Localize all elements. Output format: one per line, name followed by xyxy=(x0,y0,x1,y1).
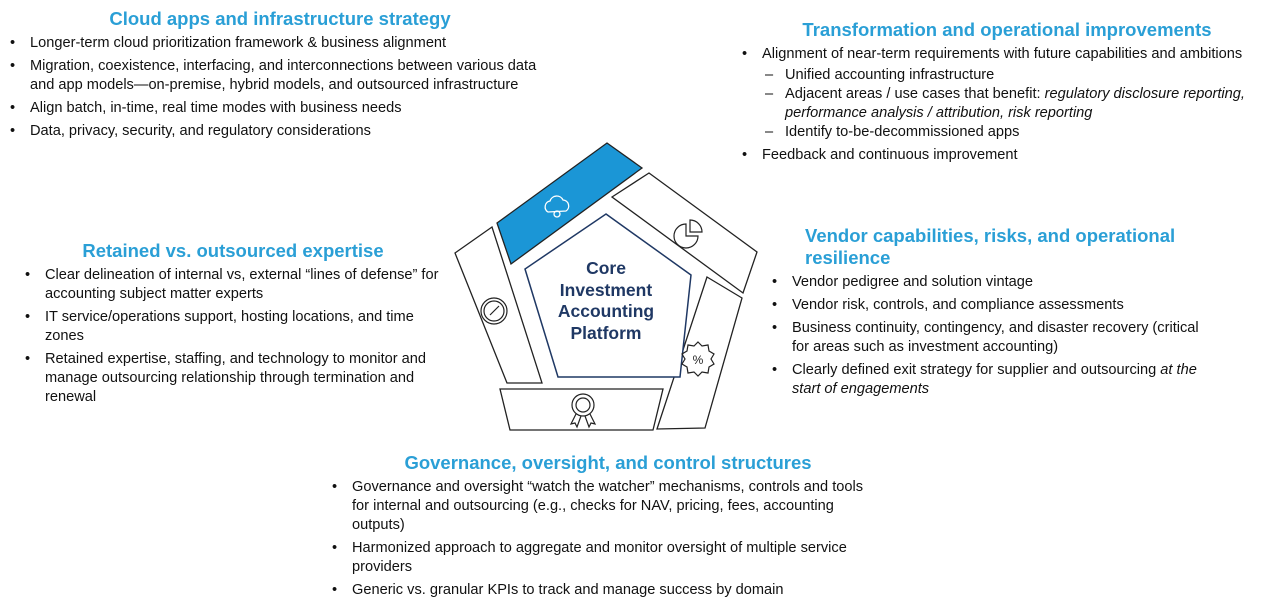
section-heading: Transformation and operational improveme… xyxy=(802,19,1212,40)
percent-badge-icon: % xyxy=(681,341,715,377)
list-item: Harmonized approach to aggregate and mon… xyxy=(332,539,872,577)
award-ribbon-icon xyxy=(569,393,597,429)
sub-item: Unified accounting infrastructure xyxy=(765,66,1277,85)
text: Adjacent areas / use cases that benefit: xyxy=(785,86,1045,102)
list-item: Migration, coexistence, interfacing, and… xyxy=(10,57,540,95)
list-item: Vendor pedigree and solution vintage xyxy=(772,273,1202,292)
segment-transformation xyxy=(610,172,758,295)
section-heading: Retained vs. outsourced expertise xyxy=(82,240,384,261)
list-item: IT service/operations support, hosting l… xyxy=(25,308,445,346)
core-line: Platform xyxy=(570,322,642,343)
italic-text: at the start of engagements xyxy=(792,362,1197,397)
section-cloud: Cloud apps and infrastructure strategy L… xyxy=(10,8,540,145)
italic-text: regulatory disclosure reporting, perform… xyxy=(785,86,1245,121)
list-item: Clearly defined exit strategy for suppli… xyxy=(772,361,1202,399)
text: Clearly defined exit strategy for suppli… xyxy=(792,362,1161,378)
core-line: Accounting xyxy=(557,301,655,321)
list-item: Data, privacy, security, and regulatory … xyxy=(10,122,540,141)
segment-cloud xyxy=(496,142,644,266)
list-item: Governance and oversight “watch the watc… xyxy=(332,478,872,535)
core-pentagon xyxy=(524,213,692,378)
compass-icon xyxy=(480,297,508,325)
list-item: Business continuity, contingency, and di… xyxy=(772,319,1202,357)
segment-vendor xyxy=(656,276,743,430)
section-heading: Vendor capabilities, risks, and operatio… xyxy=(805,225,1176,268)
segment-governance xyxy=(499,388,664,431)
pie-chart-icon xyxy=(673,219,703,249)
section-heading: Cloud apps and infrastructure strategy xyxy=(109,8,451,29)
core-platform-label: Core Investment Accounting Platform xyxy=(546,258,666,344)
section-heading: Governance, oversight, and control struc… xyxy=(404,452,812,473)
core-line: Investment xyxy=(559,279,653,300)
sub-item: Adjacent areas / use cases that benefit:… xyxy=(765,85,1277,123)
list-item: Retained expertise, staffing, and techno… xyxy=(25,350,445,407)
sub-item: Identify to-be-decommissioned apps xyxy=(765,123,1277,142)
section-retained: Retained vs. outsourced expertise Clear … xyxy=(25,240,445,411)
section-governance: Governance, oversight, and control struc… xyxy=(332,452,872,604)
svg-text:%: % xyxy=(693,353,704,367)
list-item: Alignment of near-term requirements with… xyxy=(742,45,1277,64)
segment-retained xyxy=(454,225,543,384)
section-vendor: Vendor capabilities, risks, and operatio… xyxy=(772,225,1202,403)
section-transformation: Transformation and operational improveme… xyxy=(742,19,1277,169)
cloud-icon xyxy=(544,195,570,218)
core-line: Core xyxy=(586,258,626,278)
list-item: Clear delineation of internal vs, extern… xyxy=(25,266,445,304)
list-item: Longer-term cloud prioritization framewo… xyxy=(10,34,540,53)
list-item: Generic vs. granular KPIs to track and m… xyxy=(332,581,872,600)
list-item: Align batch, in-time, real time modes wi… xyxy=(10,99,540,118)
list-item: Feedback and continuous improvement xyxy=(742,146,1277,165)
list-item: Vendor risk, controls, and compliance as… xyxy=(772,296,1202,315)
